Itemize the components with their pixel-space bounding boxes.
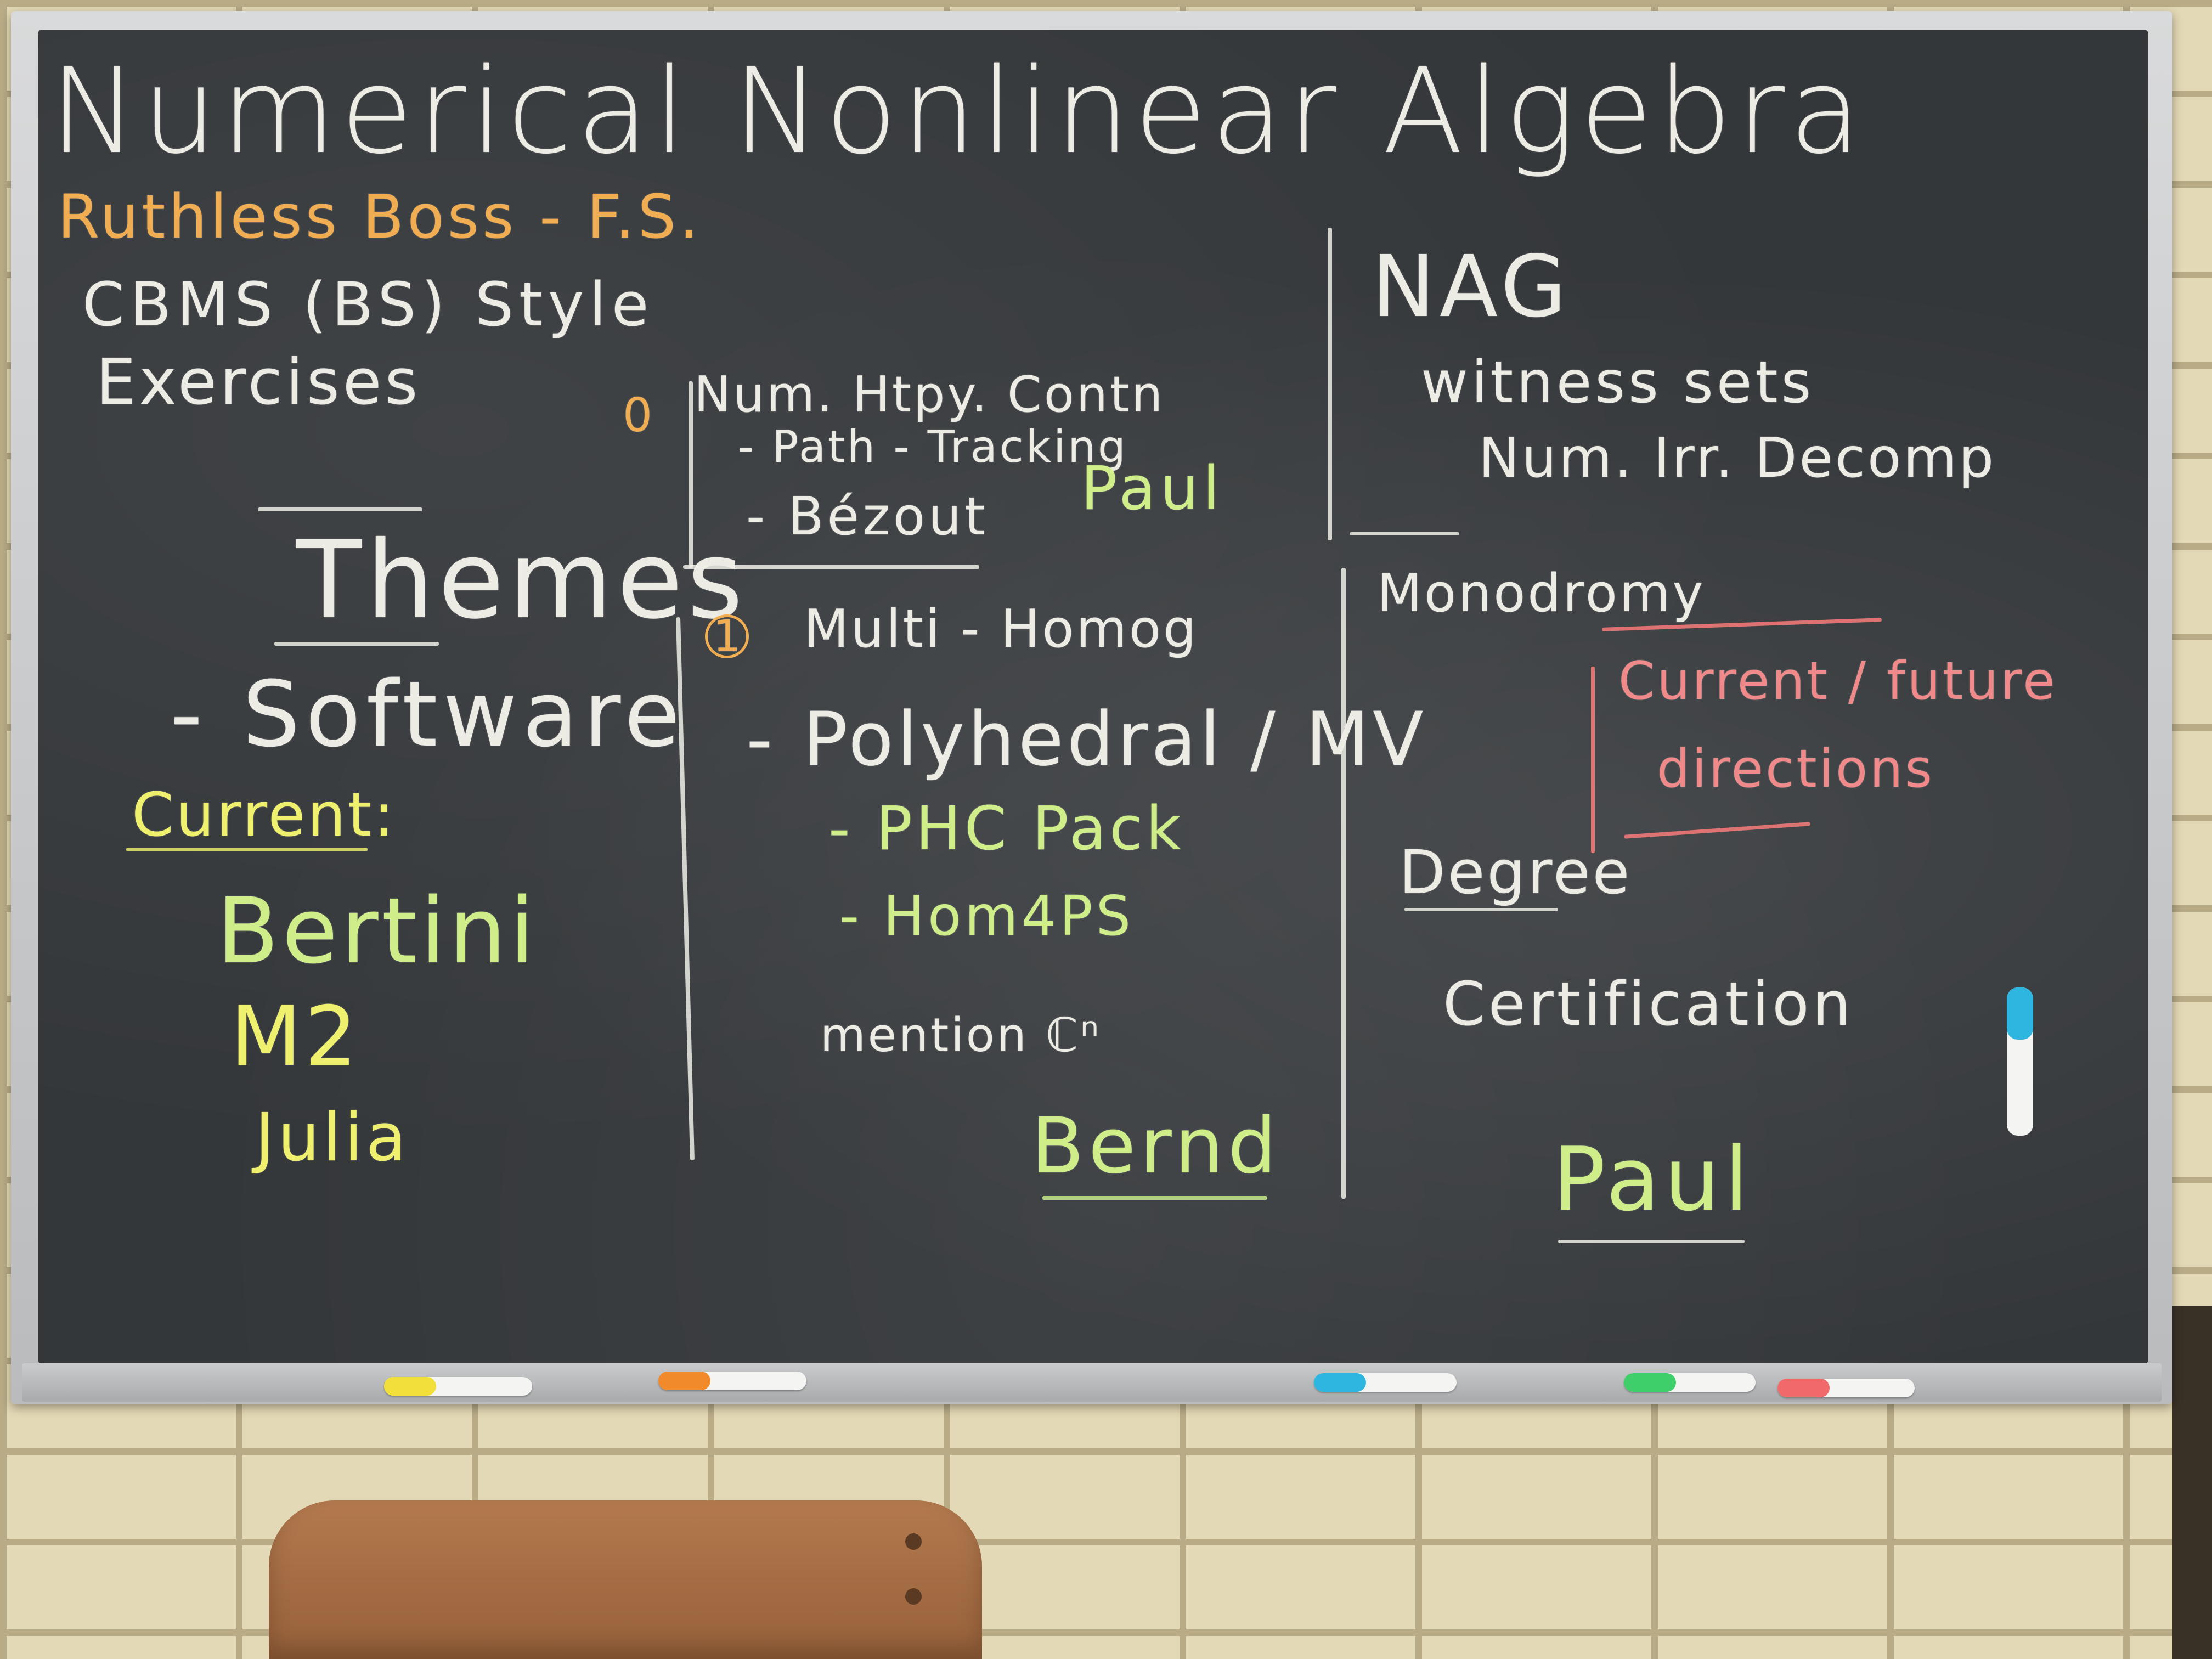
nag-text: NAG (1372, 237, 1571, 336)
num-irr-decomp-text: Num. Irr. Decomp (1479, 426, 1996, 490)
degree-text: Degree (1399, 837, 1632, 907)
themes-overline (258, 507, 422, 511)
themes-heading: Themes (296, 518, 748, 642)
bezout-text: - Bézout (746, 487, 989, 547)
chair-bolt (905, 1533, 922, 1550)
certification-text: Certification (1443, 969, 1854, 1039)
m2-text: M2 (230, 989, 360, 1085)
degree-underline (1404, 908, 1558, 911)
mention-text: mention ℂⁿ (820, 1008, 1102, 1063)
tray-marker-green[interactable] (1624, 1373, 1756, 1392)
marker-cap (1778, 1379, 1830, 1397)
tray-marker-red[interactable] (1778, 1379, 1915, 1397)
marker-cap (658, 1372, 710, 1390)
hom4ps-text: - Hom4PS (839, 884, 1135, 948)
phc-pack-text: - PHC Pack (828, 793, 1184, 864)
marker-cap (1314, 1373, 1366, 1392)
bertini-text: Bertini (217, 878, 538, 984)
chalkboard: Numerical Nonlinear Algebra Ruthless Bos… (38, 30, 2148, 1363)
marker-one: 1 (705, 614, 749, 658)
tray-marker-blue[interactable] (1314, 1373, 1457, 1392)
board-marker-blue[interactable] (2007, 988, 2033, 1136)
marker-cap (384, 1377, 436, 1396)
directions-box-bottom (1624, 822, 1810, 839)
wooden-chair-back (269, 1500, 982, 1659)
marker-cap (1624, 1373, 1676, 1392)
middle-divider-top (689, 381, 693, 568)
ruthless-boss-text: Ruthless Boss - F.S. (58, 182, 702, 252)
tray-marker-orange[interactable] (658, 1372, 806, 1390)
bernd-text: Bernd (1031, 1102, 1281, 1191)
right-divider-bottom (1341, 568, 1346, 1199)
num-htpy-text: Num. Htpy. Contn (694, 366, 1165, 424)
board-title: Numerical Nonlinear Algebra (49, 42, 1866, 180)
themes-underline (274, 642, 439, 646)
right-divider-horizontal (1350, 532, 1459, 535)
right-divider-top (1328, 228, 1332, 540)
marker-cap (2007, 988, 2033, 1040)
monodromy-text: Monodromy (1377, 563, 1706, 624)
marker-zero: 0 (623, 388, 653, 443)
bernd-underline (1042, 1196, 1267, 1200)
multi-hom-text: Multi - Homog (804, 599, 1199, 659)
current-label: Current: (132, 780, 397, 850)
directions-text: directions (1657, 739, 1934, 799)
software-text: - Software (170, 662, 686, 767)
witness-sets-text: witness sets (1421, 349, 1815, 416)
current-future-text: Current / future (1618, 651, 2057, 712)
tray-marker-yellow[interactable] (384, 1377, 532, 1396)
polyhedral-text: - Polyhedral / MV (746, 696, 1427, 782)
chair-bolt (905, 1588, 922, 1605)
cbms-style-text: CBMS (BS) Style (82, 269, 654, 340)
directions-box-left (1591, 667, 1595, 853)
path-tracking-text: - Path - Tracking (738, 421, 1128, 472)
window-corner (2172, 1306, 2212, 1659)
paul-right-text: Paul (1553, 1128, 1753, 1231)
paul-right-underline (1558, 1240, 1745, 1243)
current-underline (126, 848, 368, 851)
paul-middle-text: Paul (1081, 453, 1224, 523)
exercises-text: Exercises (96, 346, 421, 419)
middle-divider-horizontal (683, 565, 979, 569)
julia-text: Julia (255, 1100, 410, 1176)
